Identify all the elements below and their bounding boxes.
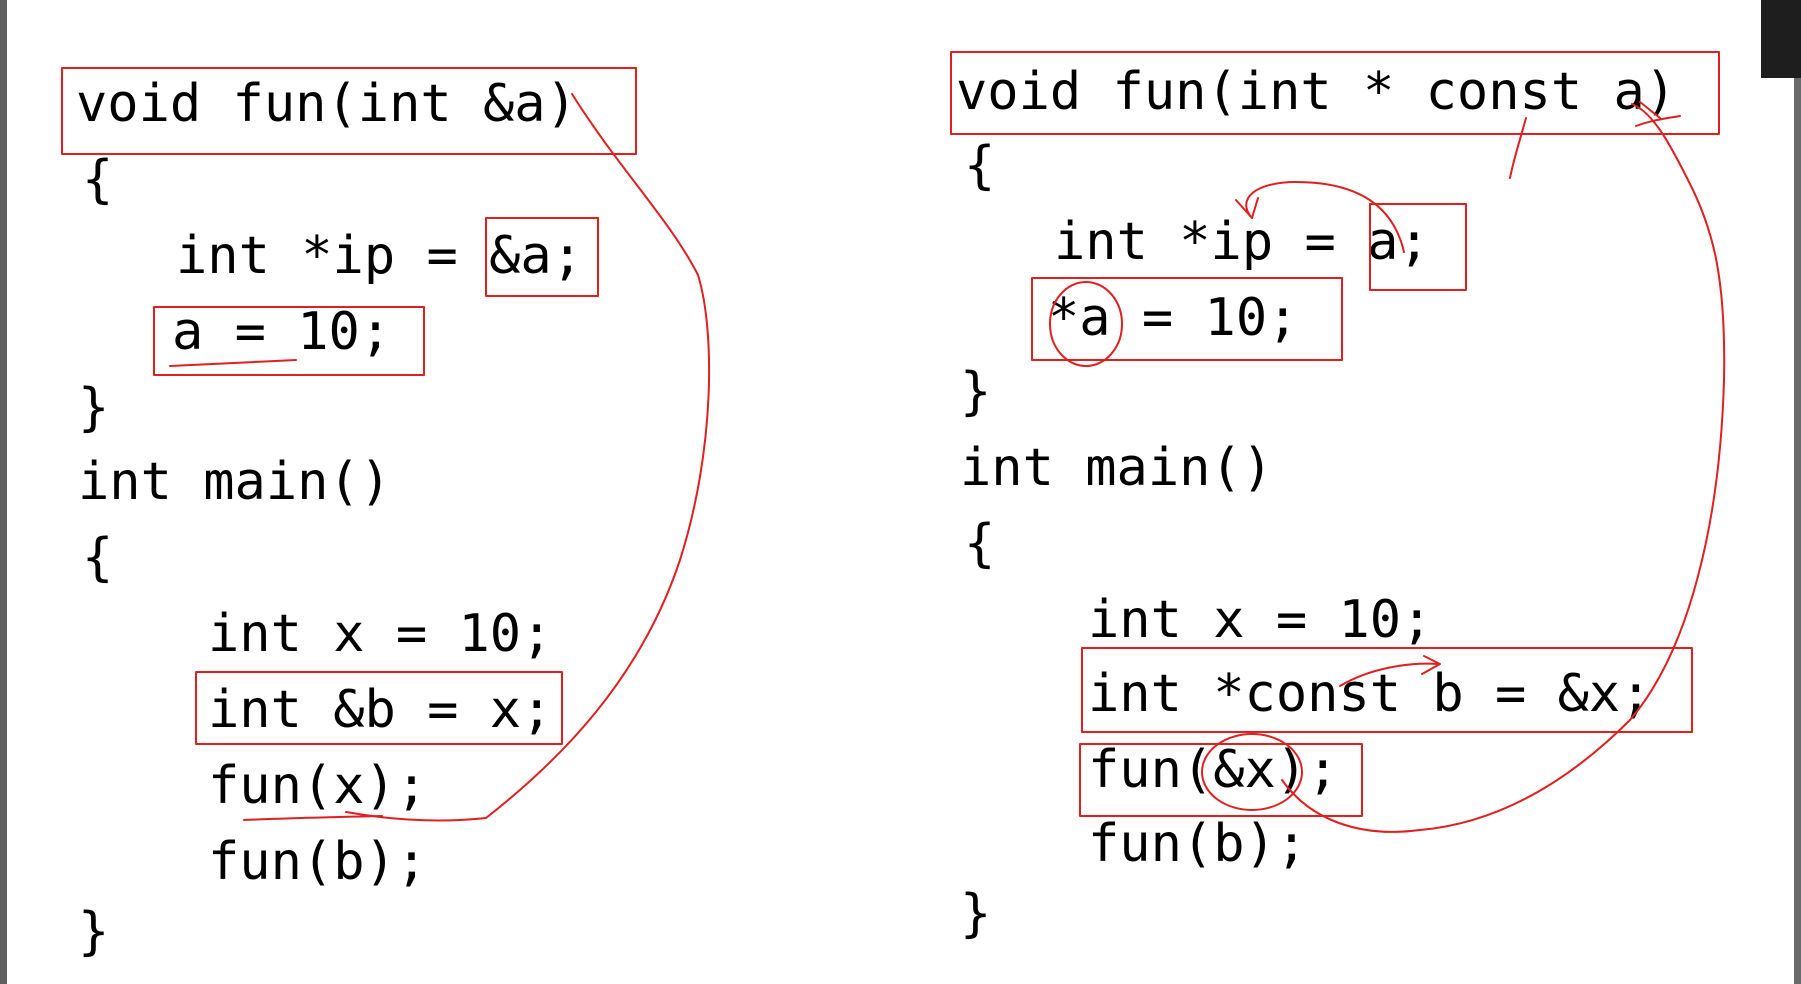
left-line-3: int *ip = &a; [176,226,583,286]
left-line-1: void fun(int &a) [76,74,577,134]
window-left-edge [0,0,7,984]
left-line-11: fun(b); [208,832,428,892]
left-line-9: int &b = x; [208,680,553,740]
right-signature-tick [1509,117,1527,179]
left-line-12: } [78,902,110,962]
corner-overlay [1761,0,1801,78]
left-line-8: int x = 10; [208,604,553,664]
window-right-edge [1794,0,1801,984]
right-line-1: void fun(int * const a) [956,62,1677,122]
right-line-9: int *const b = &x; [1088,664,1652,724]
left-line-2: { [82,150,114,210]
right-line-3: int *ip = a; [1054,212,1430,272]
right-line-6: int main() [960,438,1274,498]
right-line-7: { [964,514,996,574]
right-line-5: } [960,362,992,422]
right-line-10: fun(&x); [1088,740,1339,800]
left-line-4: a = 10; [172,302,392,362]
left-line-7: { [82,528,114,588]
left-line-5: } [78,378,110,438]
right-line-8: int x = 10; [1088,590,1433,650]
left-call-underline [243,815,383,821]
right-line-4: *a = 10; [1048,288,1299,348]
left-line-6: int main() [78,452,392,512]
right-line-2: { [964,136,996,196]
right-line-11: fun(b); [1088,814,1308,874]
right-line-12: } [960,884,992,944]
left-line-10: fun(x); [208,756,428,816]
